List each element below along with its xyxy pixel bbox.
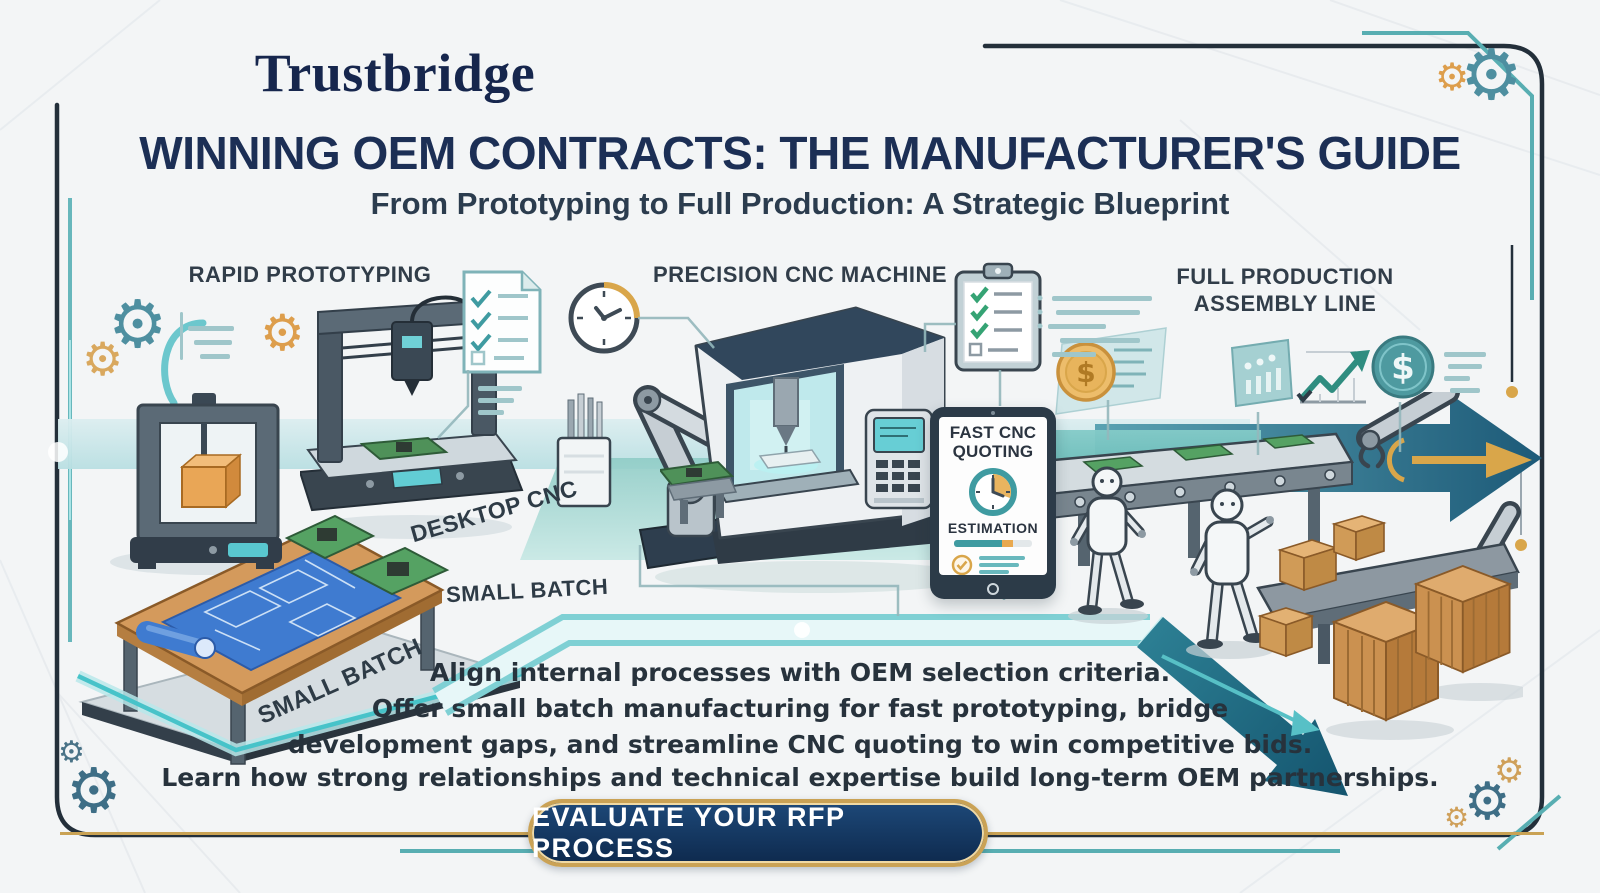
description-line-4: Learn how strong relationships and techn…	[161, 763, 1439, 792]
stage-label-precision-cnc: PRECISION CNC MACHINE	[652, 262, 948, 287]
wooden-crate	[1413, 565, 1513, 674]
ribbon-arrowhead	[1137, 617, 1348, 796]
gold-divider-line-left	[60, 832, 530, 835]
3d-printer-cube	[130, 319, 282, 569]
full-production-line1: FULL PRODUCTION	[1176, 264, 1394, 289]
gear-icon: ⚙	[58, 735, 85, 770]
checklist-icon	[462, 270, 542, 415]
gear-icon: ⚙	[66, 754, 122, 827]
quote-summary-lines	[979, 553, 1025, 575]
frame-line	[54, 43, 1545, 838]
dollar-glyph: $	[1076, 356, 1095, 389]
quoting-tablet: FAST CNC QUOTING ESTIMATION	[930, 407, 1056, 599]
tablet-heading-line1: FAST CNC	[949, 423, 1037, 442]
assembly-line	[1026, 392, 1523, 740]
gear-icon: ⚙	[1460, 34, 1523, 116]
gold-divider-line-right	[986, 832, 1544, 835]
blueprint-sheet	[160, 550, 403, 672]
tablet-heading-line2: QUOTING	[952, 441, 1034, 461]
coin-icon: $	[1055, 327, 1167, 415]
subtitle: From Prototyping to Full Production: A S…	[370, 186, 1230, 221]
description-line-2: Offer small batch manufacturing for fast…	[371, 694, 1229, 723]
gear-icon: ⚙	[1444, 801, 1470, 834]
tablet-estimation-label: ESTIMATION	[947, 520, 1039, 537]
pcb-tray	[660, 460, 738, 524]
assembly-robot	[1186, 488, 1274, 659]
cta-button[interactable]: EVALUATE YOUR RFP PROCESS	[528, 799, 988, 867]
stage-label-full-production: FULL PRODUCTION ASSEMBLY LINE	[1100, 264, 1470, 318]
brand-logo: Trustbridge	[254, 43, 536, 103]
gear-icon: ⚙	[1494, 751, 1525, 791]
tablet-home-button	[987, 583, 999, 595]
pcb-boards	[284, 514, 450, 596]
main-title: WINNING OEM CONTRACTS: THE MANUFACTURER'…	[139, 127, 1461, 179]
small-box	[1257, 607, 1315, 658]
gear-icon: ⚙	[108, 286, 168, 363]
description-line-1: Align internal processes with OEM select…	[429, 658, 1171, 687]
circuit-node-dot	[1515, 539, 1527, 551]
gear-icon: ⚙	[82, 332, 124, 386]
estimation-progress-bar	[954, 540, 1032, 548]
tablet-camera-dot	[991, 411, 995, 415]
cta-button-label: EVALUATE YOUR RFP PROCESS	[532, 802, 846, 863]
circuit-node-dot	[1506, 386, 1518, 398]
quote-clock-icon	[969, 468, 1017, 517]
cnc-machine	[660, 306, 950, 564]
full-production-line2: ASSEMBLY LINE	[1193, 290, 1377, 316]
assembly-robot	[1068, 466, 1148, 624]
clipboard-icon	[954, 262, 1042, 372]
blueprint-table	[78, 514, 524, 765]
dashboard-icon	[1230, 338, 1294, 408]
gear-icon: ⚙	[1464, 772, 1511, 832]
gear-icon: ⚙	[1435, 55, 1470, 99]
check-icon	[951, 555, 973, 575]
clock-icon	[568, 282, 640, 354]
gear-icon: ⚙	[260, 304, 305, 362]
stage-label-rapid-prototyping: RAPID PROTOTYPING	[188, 262, 432, 287]
dollar-icon: $	[1371, 335, 1435, 399]
dollar-glyph: $	[1391, 348, 1415, 388]
pcbs-on-belt	[1082, 434, 1315, 473]
cardboard-boxes	[1277, 515, 1387, 592]
growth-chart-icon	[1296, 350, 1370, 404]
printed-part	[179, 453, 243, 509]
tool-cup	[556, 393, 612, 508]
description-line-3: development gaps, and streamline CNC quo…	[287, 730, 1313, 759]
control-panel	[864, 408, 934, 510]
tablet-screen: FAST CNC QUOTING ESTIMATION	[939, 417, 1047, 575]
